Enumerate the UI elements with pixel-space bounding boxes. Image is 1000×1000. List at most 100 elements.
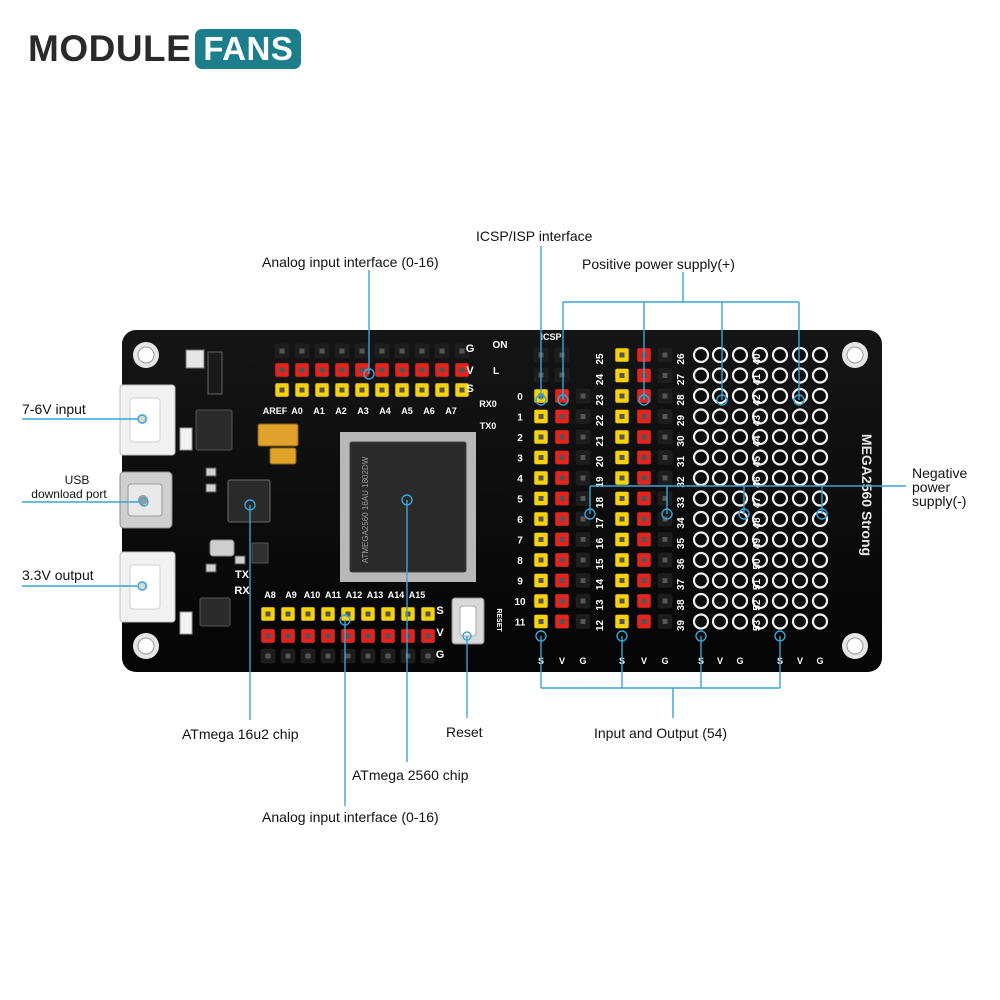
proto-hole	[771, 510, 789, 528]
pin-hole	[559, 455, 565, 460]
proto-hole	[751, 531, 769, 548]
pin-hole	[538, 537, 544, 542]
proto-hole	[711, 408, 729, 425]
pin-hole	[339, 387, 345, 393]
pin-hole	[439, 348, 445, 354]
pin-hole	[559, 393, 565, 399]
io-pin-number: 17	[595, 517, 606, 529]
proto-hole	[692, 408, 710, 425]
pin-hole	[425, 611, 431, 617]
pin-hole	[285, 633, 291, 639]
pin-hole	[385, 611, 391, 617]
svg-letter-bottom: G	[436, 649, 445, 661]
proto-hole	[692, 428, 710, 446]
pin-hole	[641, 516, 647, 522]
analog-top-label: A3	[357, 406, 369, 416]
grid-pin-number: 52	[752, 599, 763, 611]
proto-hole	[731, 592, 749, 610]
pin-hole	[580, 537, 586, 542]
label-usb-line1: USB	[64, 473, 90, 487]
pin-hole	[641, 598, 647, 604]
pin-hole	[299, 387, 305, 393]
tx0-label: TX0	[480, 421, 497, 431]
atmega2560-chip: ATMEGA2560 16AU 1802DW	[340, 432, 476, 582]
pin-hole	[279, 367, 285, 373]
pin-hole	[439, 367, 445, 373]
output-connector-3-3v	[119, 551, 176, 623]
analog-top-label: A1	[313, 406, 325, 416]
pin-hole	[619, 496, 625, 501]
io-pin-number: 37	[676, 579, 687, 591]
proto-hole	[692, 592, 710, 610]
pin-hole	[385, 633, 391, 639]
pin-hole	[559, 434, 565, 440]
brand-part2: FANS	[195, 29, 302, 69]
pin-hole	[619, 598, 625, 604]
analog-top-label: A4	[379, 406, 391, 416]
proto-hole	[791, 449, 809, 466]
proto-hole	[791, 367, 809, 384]
proto-hole	[751, 592, 769, 610]
proto-hole	[791, 510, 809, 528]
label-analog-top: Analog input interface (0-16)	[262, 254, 439, 270]
io-pin-number: 39	[676, 620, 687, 632]
proto-hole	[692, 449, 710, 466]
io-pin-number: 38	[676, 599, 687, 611]
pin-hole	[662, 414, 668, 419]
pin-hole	[285, 653, 291, 659]
pin-hole	[385, 653, 391, 659]
pin-hole	[265, 633, 271, 639]
proto-hole	[791, 531, 809, 548]
io-pin-number: 16	[595, 538, 606, 550]
proto-hole	[731, 428, 749, 446]
proto-hole	[791, 490, 809, 507]
pin-hole	[325, 653, 331, 659]
pin-hole	[365, 653, 371, 659]
grid-pin-number: 44	[752, 435, 763, 447]
proto-hole	[811, 387, 829, 405]
pin-hole	[619, 455, 625, 460]
pin-hole	[662, 557, 668, 563]
proto-hole	[711, 551, 729, 569]
pin-hole	[662, 537, 668, 542]
pin-hole	[305, 653, 311, 659]
proto-hole	[711, 346, 729, 364]
grid-pin-number: 49	[752, 538, 763, 550]
proto-hole	[692, 613, 710, 630]
pin-hole	[419, 348, 425, 354]
proto-hole	[751, 387, 769, 405]
proto-hole	[692, 551, 710, 569]
proto-hole	[751, 551, 769, 569]
pin-hole	[359, 387, 365, 393]
proto-hole	[791, 572, 809, 589]
svg-letter-col: V	[559, 656, 565, 666]
callout-lines	[22, 246, 906, 806]
svg-letter-col: G	[579, 656, 586, 666]
brand-part1: MODULE	[28, 28, 192, 69]
pin-hole	[641, 496, 647, 501]
pin-hole	[359, 367, 365, 373]
proto-hole	[791, 551, 809, 569]
pin-hole	[619, 516, 625, 522]
io-pin-number: 27	[676, 374, 687, 386]
pin-hole	[580, 619, 586, 624]
grid-pin-number: 51	[752, 579, 763, 591]
io-pin-number: 36	[676, 558, 687, 570]
io-pin-number: 0	[517, 392, 523, 403]
pin-hole	[559, 619, 565, 624]
proto-hole	[731, 551, 749, 569]
grid-pin-number: 53	[752, 620, 763, 632]
label-negative-line1: Negative	[912, 465, 968, 481]
pin-hole	[538, 598, 544, 604]
pin-hole	[399, 367, 405, 373]
grid-pin-number: 41	[752, 374, 763, 386]
pin-hole	[619, 619, 625, 624]
pin-hole	[662, 352, 668, 358]
pin-hole	[425, 633, 431, 639]
proto-hole	[692, 531, 710, 548]
grid-pin-number: 50	[752, 558, 763, 570]
pin-hole	[580, 496, 586, 501]
pin-hole	[559, 537, 565, 542]
proto-hole	[751, 346, 769, 364]
grid-pin-number: 47	[752, 497, 763, 509]
